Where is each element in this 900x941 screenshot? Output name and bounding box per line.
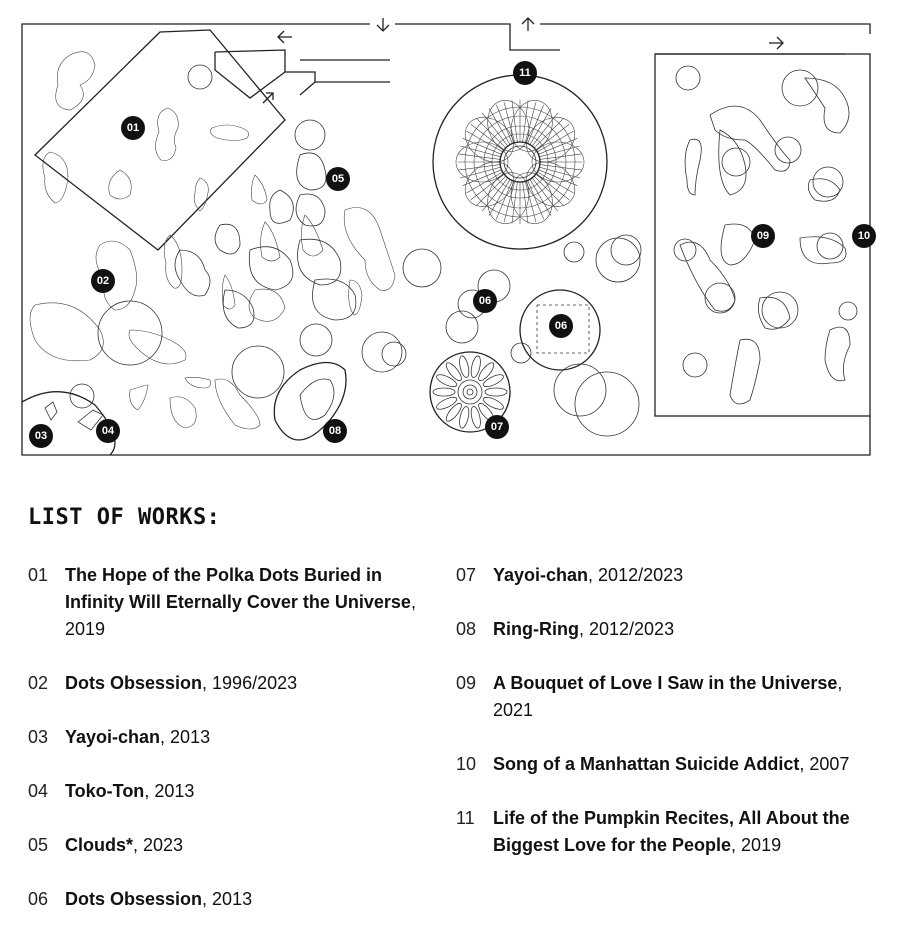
floor-plan-map: 01 02 03 04 05 06 06 07 08 09 10 11 (21, 17, 876, 456)
clouds-installation (174, 64, 357, 329)
work-title: Song of a Manhattan Suicide Addict (493, 754, 800, 774)
marker-02[interactable]: 02 (91, 269, 115, 293)
work-title: The Hope of the Polka Dots Buried in Inf… (65, 565, 411, 612)
work-item: 06 Dots Obsession, 2013 (28, 886, 438, 913)
arrow-down-icon (376, 18, 390, 32)
work-item: 10 Song of a Manhattan Suicide Addict, 20… (456, 751, 866, 778)
work-year: , 2007 (799, 754, 850, 774)
marker-06b[interactable]: 06 (549, 314, 573, 338)
work-year: , 2013 (160, 727, 211, 747)
work-number: 03 (28, 727, 49, 747)
work-title: Dots Obsession (65, 673, 203, 693)
svg-text:06: 06 (479, 295, 491, 307)
pumpkin-sculpture (432, 74, 608, 250)
marker-11[interactable]: 11 (513, 61, 537, 85)
svg-text:10: 10 (858, 230, 870, 242)
work-item: 07 Yayoi-chan, 2012/2023 (456, 562, 866, 589)
work-year: , 2013 (144, 781, 195, 801)
marker-03[interactable]: 03 (29, 424, 53, 448)
work-item: 02 Dots Obsession, 1996/2023 (28, 670, 438, 697)
work-number: 01 (28, 565, 49, 585)
work-year: , 2021 (493, 673, 843, 720)
svg-text:11: 11 (519, 67, 531, 79)
work-title: Ring-Ring (493, 619, 579, 639)
work-number: 10 (456, 754, 477, 774)
marker-06a[interactable]: 06 (473, 289, 497, 313)
arrow-left-icon (277, 30, 292, 44)
svg-text:02: 02 (97, 275, 109, 287)
svg-text:01: 01 (127, 122, 139, 134)
work-title: Dots Obsession (65, 889, 203, 909)
work-year: , 2012/2023 (578, 619, 675, 639)
marker-08[interactable]: 08 (323, 419, 347, 443)
work-item: 01 The Hope of the Polka Dots Buried in I… (28, 562, 438, 643)
svg-text:08: 08 (329, 425, 341, 437)
marker-07[interactable]: 07 (485, 415, 509, 439)
marker-10[interactable]: 10 (852, 224, 876, 248)
work-year: , 1996/2023 (202, 673, 298, 693)
work-number: 09 (456, 673, 477, 693)
work-item: 08 Ring-Ring, 2012/2023 (456, 616, 866, 643)
marker-01[interactable]: 01 (121, 116, 145, 140)
svg-text:07: 07 (491, 421, 503, 433)
work-title: Life of the Pumpkin Recites, All About t… (493, 808, 850, 855)
work-title: Yayoi-chan (65, 727, 161, 747)
work-title: A Bouquet of Love I Saw in the Universe (493, 673, 838, 693)
arrow-up-icon (521, 17, 535, 31)
gallery-walls (21, 23, 871, 456)
work-item: 09 A Bouquet of Love I Saw in the Univers… (456, 670, 866, 724)
svg-text:04: 04 (102, 425, 115, 437)
marker-04[interactable]: 04 (96, 419, 120, 443)
work-number: 07 (456, 565, 477, 585)
svg-text:03: 03 (35, 430, 47, 442)
room-10-sculptures (673, 65, 858, 405)
work-number: 11 (456, 808, 475, 828)
work-item: 03 Yayoi-chan, 2013 (28, 724, 438, 751)
inflatable-sculptures (29, 51, 396, 430)
work-item: 04 Toko-Ton, 2013 (28, 778, 438, 805)
work-year: , 2019 (731, 835, 782, 855)
work-year: , 2012/2023 (588, 565, 684, 585)
arrow-up-right-icon (262, 92, 274, 104)
work-item: 05 Clouds*, 2023 (28, 832, 438, 859)
work-year: , 2023 (133, 835, 184, 855)
work-title: Clouds* (65, 835, 134, 855)
svg-text:09: 09 (757, 230, 769, 242)
work-number: 05 (28, 835, 49, 855)
work-item: 11 Life of the Pumpkin Recites, All About… (456, 805, 866, 859)
work-number: 02 (28, 673, 49, 693)
work-title: Toko-Ton (65, 781, 145, 801)
work-title: Yayoi-chan (493, 565, 589, 585)
work-year: , 2013 (202, 889, 253, 909)
works-list-left: 01 The Hope of the Polka Dots Buried in I… (28, 562, 438, 940)
marker-09[interactable]: 09 (751, 224, 775, 248)
list-heading: LIST OF WORKS: (28, 505, 221, 530)
dots-obsession-circles (69, 234, 642, 437)
work-number: 04 (28, 781, 49, 801)
arrow-right-icon (769, 36, 784, 50)
marker-05[interactable]: 05 (326, 167, 350, 191)
svg-text:06: 06 (555, 320, 567, 332)
ring-ring-sculpture (273, 361, 347, 441)
work-number: 06 (28, 889, 49, 909)
room-03-04-sculptures (44, 401, 104, 431)
svg-text:05: 05 (332, 173, 344, 185)
work-year: , 2019 (65, 592, 416, 639)
work-number: 08 (456, 619, 477, 639)
